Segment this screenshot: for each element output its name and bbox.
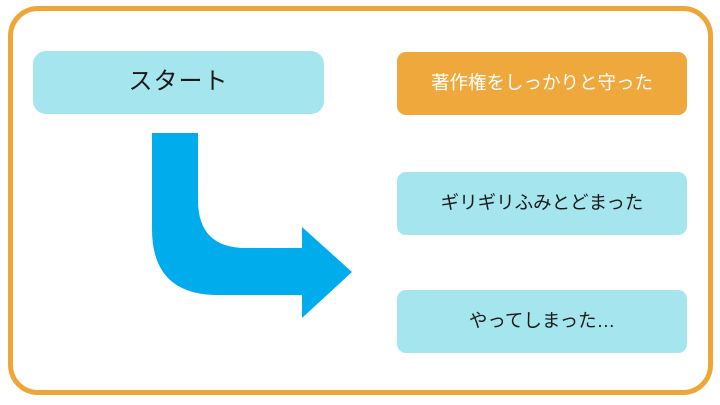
outcome-box-barely-held-back: ギリギリふみとどまった <box>397 172 687 235</box>
outcome-box-kept-copyright: 著作権をしっかりと守った <box>397 52 687 115</box>
outcome-label-kept-copyright: 著作権をしっかりと守った <box>430 72 653 94</box>
start-node-label: スタート <box>128 68 229 96</box>
outcome-label-barely-held-back: ギリギリふみとどまった <box>440 192 644 214</box>
outcome-label-did-it: やってしまった… <box>468 310 616 332</box>
outcome-box-did-it: やってしまった… <box>397 290 687 353</box>
start-node: スタート <box>33 51 324 114</box>
